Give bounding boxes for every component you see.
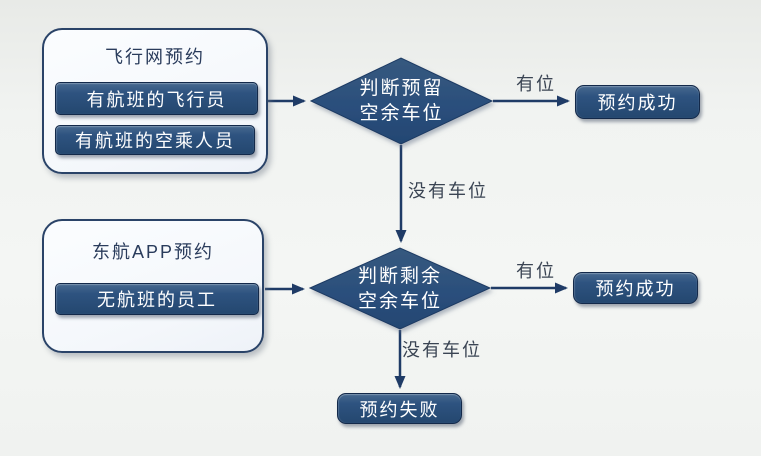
node-pilot-with-flight: 有航班的飞行员 bbox=[55, 82, 258, 115]
result-fail: 预约失败 bbox=[337, 393, 462, 424]
group-feixingwang-title: 飞行网预约 bbox=[105, 47, 205, 67]
result-success-1: 预约成功 bbox=[575, 85, 700, 119]
edge-label-no-space-2: 没有车位 bbox=[402, 340, 482, 360]
decision-diamond-1 bbox=[309, 57, 494, 145]
decision-diamond-2 bbox=[308, 247, 492, 330]
node-staff-no-flight: 无航班的员工 bbox=[55, 283, 259, 315]
group-feixingwang: 飞行网预约 有航班的飞行员 有航班的空乘人员 bbox=[42, 28, 268, 174]
group-donghang-app: 东航APP预约 无航班的员工 bbox=[42, 219, 264, 353]
edge-label-has-space-1: 有位 bbox=[516, 74, 556, 94]
edge-label-no-space-1: 没有车位 bbox=[408, 181, 488, 201]
result-success-2: 预约成功 bbox=[573, 272, 698, 304]
group-donghang-app-title: 东航APP预约 bbox=[91, 242, 215, 262]
edge-label-has-space-2: 有位 bbox=[516, 261, 556, 281]
node-crew-with-flight: 有航班的空乘人员 bbox=[55, 125, 255, 155]
